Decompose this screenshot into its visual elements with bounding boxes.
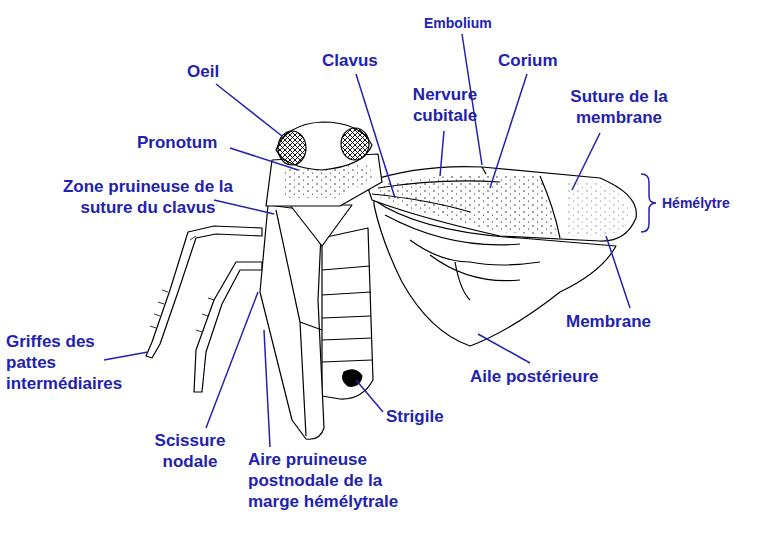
leader-line <box>264 330 270 447</box>
part-label: Aire pruineuse postnodale de la marge hé… <box>248 449 410 512</box>
leader-line <box>230 148 298 170</box>
leader-line <box>206 292 258 428</box>
head <box>276 122 372 170</box>
bracket <box>641 174 656 232</box>
part-label: Suture de la membrane <box>564 86 674 128</box>
clavus-suture <box>276 210 322 436</box>
part-label: Corium <box>498 50 578 71</box>
leader-line <box>606 236 630 308</box>
leader-line <box>490 74 527 188</box>
hemelytron <box>366 167 636 241</box>
part-label: Scissure nodale <box>146 430 234 472</box>
insect-body <box>146 122 636 439</box>
eye <box>341 128 369 160</box>
part-label: Zone pruineuse de la suture du clavus <box>52 176 244 218</box>
part-label: Oeil <box>187 61 247 82</box>
leader-line <box>478 334 530 363</box>
part-label: Pronotum <box>137 132 242 153</box>
part-label: Aile postérieure <box>470 366 630 387</box>
leader-line <box>104 352 148 360</box>
eye <box>278 131 306 165</box>
part-label: Clavus <box>322 50 402 71</box>
part-label: Griffes des pattes intermédiaires <box>6 331 138 394</box>
hemelytron-vein <box>372 167 560 238</box>
leader-line <box>214 200 274 214</box>
hemelytron-stipple <box>565 182 630 236</box>
leader-line <box>356 380 383 412</box>
scutellum <box>290 205 352 246</box>
part-label: Nervure cubitale <box>400 84 490 126</box>
part-label: Hémélytre <box>662 194 757 212</box>
hemelytron <box>260 205 324 439</box>
leader-line <box>216 84 282 136</box>
leader-line <box>572 133 600 190</box>
part-label: Membrane <box>566 311 676 332</box>
part-label: Embolium <box>424 14 514 32</box>
abdomen <box>322 228 373 399</box>
abdomen-segment <box>322 266 372 362</box>
leader-line <box>440 131 444 176</box>
leader-line <box>356 74 395 198</box>
part-label: Strigile <box>386 406 466 427</box>
leg-hairs <box>150 236 214 332</box>
